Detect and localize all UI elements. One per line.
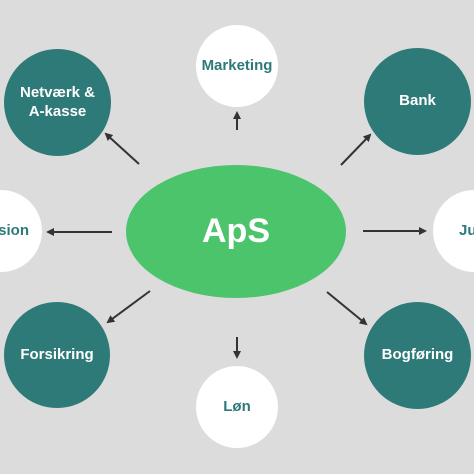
center-node-aps: ApS bbox=[126, 165, 346, 298]
arrow-to-forsikring bbox=[106, 290, 151, 324]
node-bogfoering: Bogføring bbox=[364, 302, 471, 409]
arrow-to-bogfoering bbox=[326, 291, 368, 326]
arrow-to-netvaerk bbox=[104, 132, 140, 165]
node-netvaerk-label-line1: Netværk & bbox=[19, 83, 96, 101]
node-loen: Løn bbox=[196, 366, 278, 448]
node-loen-label: Løn bbox=[223, 397, 251, 415]
center-node-label: ApS bbox=[202, 212, 270, 250]
node-forsikring: Forsikring bbox=[4, 302, 110, 408]
node-bank: Bank bbox=[364, 48, 471, 155]
node-netvaerk-a-kasse: Netværk & A-kasse bbox=[4, 49, 111, 156]
node-pension-label: ension bbox=[0, 221, 29, 239]
node-bank-label: Bank bbox=[399, 92, 436, 110]
node-forsikring-label: Forsikring bbox=[20, 345, 94, 363]
node-bogfoering-label: Bogføring bbox=[381, 346, 454, 364]
node-jura-label: Ju bbox=[459, 221, 474, 239]
node-netvaerk-label-line2: A-kasse bbox=[28, 102, 87, 120]
node-marketing-label: Marketing bbox=[201, 56, 273, 74]
node-marketing: Marketing bbox=[196, 25, 278, 107]
arrow-to-bank bbox=[340, 133, 372, 166]
